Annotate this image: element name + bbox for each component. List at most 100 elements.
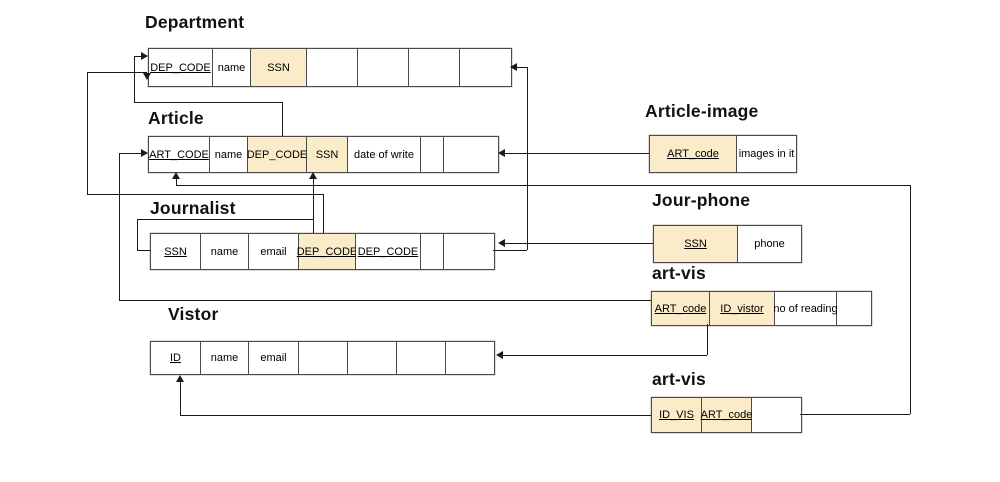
cell-department-empty-5 [409,49,460,86]
cell-label: ART_code [654,302,707,315]
cell-label: ART_code [667,148,719,160]
connector-journalist-depcode-to-department-seg1 [87,194,323,195]
connector-journalist-depcode-to-department-seg0 [323,194,324,233]
cell-vistor-empty-3 [299,342,348,374]
cell-label: name [210,352,239,364]
connector-journalist-depcode-to-department-seg2 [87,72,88,194]
table-vistor: ID name email [150,341,495,375]
cell-label: DEP_CODE [150,61,211,74]
entity-title-article: Article [148,108,204,128]
entity-title-art-vis-1: art-vis [652,263,706,283]
cell-article-image-art-code: ART_code [650,136,737,172]
connector-artvis2-to-article-bottom-seg0 [800,414,910,415]
cell-vistor-id: ID [151,342,201,374]
cell-label: no of reading [773,302,838,315]
connector-arrowhead-artvis1-to-vistor-right [496,351,503,359]
cell-article-name: name [210,137,248,172]
entity-title-journalist: Journalist [150,198,236,218]
cell-label: name [210,245,239,258]
cell-department-empty-3 [307,49,358,86]
connector-artvis1-to-vistor-right-seg0 [707,324,708,355]
cell-vistor-email: email [249,342,299,374]
connector-arrowhead-journalist-ssn-to-article-ssn [309,172,317,179]
cell-label: SSN [315,148,339,161]
connector-artvis1-to-article-left-seg2 [119,153,141,154]
cell-article-dep-code: DEP_CODE [246,137,308,172]
connector-artvis1-to-article-left-seg1 [119,153,120,300]
connector-artvis2-to-article-bottom-seg2 [176,185,910,186]
connector-arrowhead-jourphone-to-journalist-right [498,239,505,247]
cell-label: ART_code [700,409,753,421]
cell-art-vis-1-no-of-reading: no of reading [773,292,838,325]
cell-art-vis-2-empty-2 [752,398,801,432]
entity-title-art-vis-2: art-vis [652,369,706,389]
cell-journalist-dep-code: DEP_CODE [297,234,357,269]
cell-label: SSN [684,238,707,250]
cell-article-empty-6 [444,137,498,172]
connector-journalist-ssn-to-article-ssn-seg0 [313,178,314,233]
connector-arrowhead-journalist-to-department-right [510,63,517,71]
cell-journalist-dep-code: DEP_CODE [356,234,421,269]
cell-art-vis-1-id-vistor: ID_vistor [710,292,775,325]
cell-vistor-name: name [201,342,249,374]
connector-article-depcode-to-department-seg3 [134,56,147,57]
connector-artvis2-to-article-bottom-seg3 [176,178,177,185]
cell-label: ID_VIS [659,409,694,421]
cell-article-ssn: SSN [307,137,348,172]
cell-vistor-empty-4 [348,342,397,374]
table-jour-phone: SSN phone [653,225,802,263]
entity-title-department: Department [145,12,245,32]
connector-article-depcode-to-department-seg0 [282,102,283,136]
cell-label: ID [170,352,181,364]
cell-article-date-of-write: date of write [348,137,421,172]
connector-journalist-to-department-right-seg2 [516,67,527,68]
cell-article-image-images-in-it: images in it [737,136,796,172]
cell-label: SSN [267,61,290,74]
cell-label: email [260,352,287,364]
entity-title-vistor: Vistor [168,304,219,324]
table-department: DEP_CODE name SSN [148,48,512,87]
cell-art-vis-2-id-vis: ID_VIS [652,398,702,432]
cell-art-vis-1-art-code: ART_code [652,292,710,325]
cell-vistor-empty-5 [397,342,446,374]
cell-article-art-code: ART_CODE [149,137,210,172]
connector-arrowhead-articleimage-to-article-right [498,149,505,157]
connector-journalist-to-department-right-seg1 [527,67,528,250]
connector-article-depcode-to-department-seg1 [134,102,282,103]
cell-journalist-empty-5 [421,234,444,269]
cell-department-empty-6 [460,49,511,86]
cell-label: DEP_CODE [296,245,358,258]
cell-department-ssn: SSN [251,49,307,86]
cell-art-vis-1-empty-3 [837,292,871,325]
connector-journalist-to-department-right-seg0 [493,250,527,251]
connector-jourphone-to-journalist-right-seg0 [504,243,653,244]
cell-label: ART_CODE [149,148,209,161]
connector-arrowhead-journalist-depcode-to-department [143,73,151,80]
connector-journalist-ssn-elbow-seg2 [137,219,313,220]
connector-artvis1-to-article-left-seg0 [119,300,651,301]
connector-arrowhead-article-depcode-to-department [141,52,148,60]
cell-label: email [260,245,287,258]
table-article-image: ART_code images in it [649,135,797,173]
cell-label: SSN [164,245,187,258]
cell-journalist-empty-6 [444,234,494,269]
cell-jour-phone-phone: phone [738,226,801,262]
cell-vistor-empty-6 [446,342,494,374]
connector-artvis2-to-vistor-bottom-seg0 [180,415,651,416]
table-art-vis-2: ID_VIS ART_code [651,397,802,433]
cell-label: phone [754,238,785,250]
connector-artvis2-to-vistor-bottom-seg1 [180,381,181,415]
cell-label: DEP_CODE [246,148,308,161]
cell-label: name [217,61,246,74]
entity-title-article-image: Article-image [645,101,759,121]
cell-label: DEP_CODE [357,245,419,258]
cell-label: images in it [738,148,795,160]
cell-article-empty-5 [421,137,444,172]
cell-department-empty-4 [358,49,409,86]
cell-jour-phone-ssn: SSN [654,226,738,262]
cell-department-name: name [213,49,251,86]
connector-journalist-ssn-elbow-seg0 [137,250,150,251]
